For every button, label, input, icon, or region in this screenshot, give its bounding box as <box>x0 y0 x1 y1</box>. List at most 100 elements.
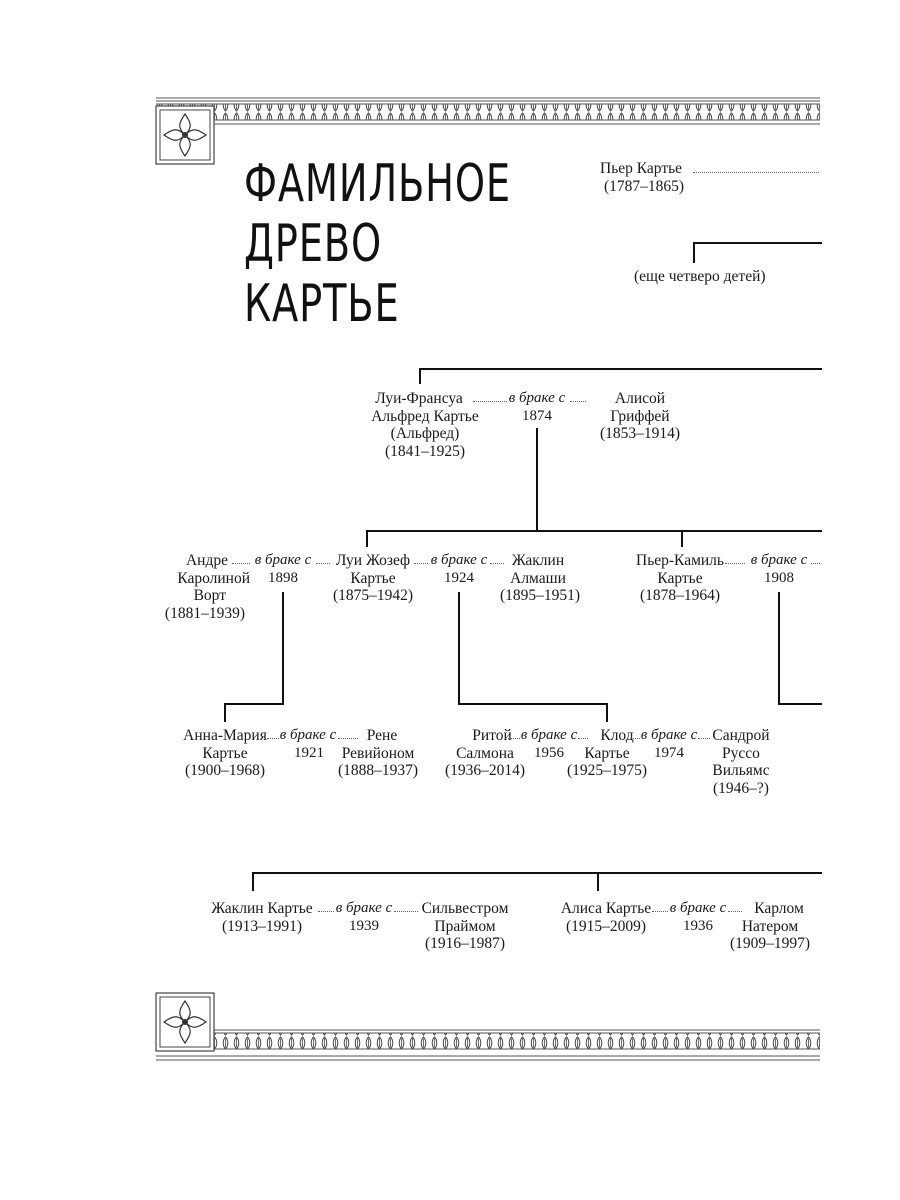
marriage-louis-jacqueline: в браке с 1924 <box>428 552 490 587</box>
connector-alfred <box>419 368 822 384</box>
dotted-leader <box>630 738 640 739</box>
person-years: (1878–1964) <box>639 587 721 604</box>
person-alice-cartier: Алиса Картье (1915–2009) <box>558 900 654 935</box>
person-name-line-2: Картье <box>350 569 396 587</box>
marriage-year: 1924 <box>444 569 474 586</box>
marriage-claude-sandra: в браке с 1974 <box>640 727 698 762</box>
dotted-leader <box>318 911 334 912</box>
dotted-leader <box>338 738 358 739</box>
marriage-year: 1921 <box>294 744 324 761</box>
marriage-alice-carl: в браке с 1936 <box>668 900 728 935</box>
connector-pierre-camille-child <box>778 592 822 705</box>
marriage-year: 1908 <box>764 569 794 586</box>
dotted-leader <box>570 401 586 402</box>
dotted-leader <box>414 563 428 564</box>
person-rene-revillon: Рене Ревийоном (1888–1937) <box>336 727 420 780</box>
marriage-jacqueline-sylvestre: в браке с 1939 <box>334 900 394 935</box>
person-years: (1916–1987) <box>424 935 506 952</box>
marriage-year: 1974 <box>654 744 684 761</box>
person-name-line-1: Луи Жозеф <box>335 552 411 569</box>
connector-anne-marie <box>224 592 284 722</box>
dotted-leader <box>725 563 745 564</box>
marriage-alfred-alice: в браке с 1874 <box>508 390 566 425</box>
connector-bottom-bar <box>252 872 822 891</box>
marriage-anne-marie-rene: в браке с 1921 <box>278 727 338 762</box>
person-rita-salmona: Ритой Салмона (1936–2014) <box>444 727 526 780</box>
title-line-2: древо Картье <box>244 214 400 334</box>
marriage-label: в браке с <box>520 727 578 743</box>
marriage-label: в браке с <box>254 552 312 568</box>
person-name-line-1: Алисой <box>614 390 666 407</box>
marriage-louis-andree: в браке с 1898 <box>252 552 314 587</box>
tree-connectors <box>224 242 822 891</box>
person-alfred-cartier: Луи-Франсуа Альфред Картье (Альфред) (18… <box>366 390 484 460</box>
person-name-line-2: Ревийоном <box>341 744 415 762</box>
person-name-line-3: Вильямс <box>712 762 770 779</box>
person-name-line-3: (Альфред) <box>390 425 460 442</box>
person-name-line-1: Карлом <box>754 900 804 917</box>
marriage-label: в браке с <box>750 552 808 568</box>
person-louis-cartier: Луи Жозеф Картье (1875–1942) <box>330 552 416 605</box>
marriage-pierre-camille: в браке с 1908 <box>747 552 811 587</box>
other-children-note: (еще четверо детей) <box>634 268 766 285</box>
bottom-corner-ornament <box>155 992 215 1052</box>
person-name-line-2: Картье <box>584 744 630 762</box>
marriage-label: в браке с <box>430 552 488 568</box>
person-name-line-1: Рене <box>366 727 398 744</box>
marriage-year: 1956 <box>534 744 564 761</box>
person-sylvestre-prime: Сильвестром Праймом (1916–1987) <box>412 900 518 953</box>
title-line-1: Фамильное <box>244 154 511 214</box>
person-name-line-1: Луи-Франсуа <box>375 390 463 407</box>
person-name: Жаклин Картье <box>211 900 313 917</box>
person-name-line-2: Альфред Картье <box>371 407 479 425</box>
dotted-leader <box>232 563 250 564</box>
person-name: Алиса Картье <box>560 900 652 917</box>
dotted-leader <box>473 401 507 402</box>
person-name: Пьер Картье <box>600 160 683 177</box>
marriage-rita-claude: в браке с 1956 <box>520 727 578 762</box>
dotted-leader <box>652 911 668 912</box>
person-name-line-2: Алмаши <box>510 569 566 587</box>
person-years: (1888–1937) <box>337 762 419 779</box>
person-anne-marie-cartier: Анна-Мария Картье (1900–1968) <box>178 727 272 780</box>
dotted-leader <box>394 911 418 912</box>
person-name-line-2: Гриффей <box>610 407 670 425</box>
person-name-line-1: Пьер-Камиль <box>636 552 724 569</box>
person-name-line-1: Сандрой <box>712 727 770 744</box>
dotted-leader <box>490 563 504 564</box>
person-years: (1909–1997) <box>729 935 811 952</box>
person-years: (1875–1942) <box>332 587 414 604</box>
person-years: (1881–1939) <box>164 604 245 622</box>
person-claude-cartier: Клод Картье (1925–1975) <box>566 727 648 780</box>
person-name-line-1: Клод <box>600 727 634 744</box>
dotted-leader <box>578 738 588 739</box>
person-pierre-cartier-senior: Пьер Картье (1787–1865) <box>600 160 684 195</box>
marriage-label: в браке с <box>640 727 698 743</box>
person-name-line-2: Картье <box>657 569 703 587</box>
person-years: (1936–2014) <box>444 762 526 779</box>
top-border-band <box>156 97 820 125</box>
person-alice-griffey: Алисой Гриффей (1853–1914) <box>596 390 684 443</box>
dotted-leader <box>811 563 820 564</box>
marriage-label: в браке с <box>335 900 393 916</box>
person-years: (1895–1951) <box>500 587 581 604</box>
person-jacqueline-almasy: Жаклин Алмаши (1895–1951) <box>500 552 581 605</box>
person-years: (1900–1968) <box>184 762 266 779</box>
person-years: (1787–1865) <box>604 177 685 195</box>
person-carl-nater: Карлом Натером (1909–1997) <box>728 900 812 953</box>
person-name-line-3: Ворт <box>193 587 226 604</box>
person-name-line-1: Андре <box>185 552 228 569</box>
person-years: (1841–1925) <box>384 442 466 460</box>
dotted-leader <box>693 172 819 173</box>
person-name-line-2: Руссо <box>722 744 760 762</box>
marriage-year: 1898 <box>268 569 298 586</box>
person-name-line-1: Анна-Мария <box>183 727 267 744</box>
bottom-border-band <box>156 1029 820 1061</box>
marriage-year: 1936 <box>683 917 713 934</box>
person-name-line-2: Натером <box>741 917 799 935</box>
connector-claude <box>458 592 608 722</box>
person-name-line-1: Сильвестром <box>421 900 509 917</box>
person-name-line-2: Картье <box>202 744 248 762</box>
dotted-leader <box>728 911 742 912</box>
person-name-line-2: Каролиной <box>177 569 250 587</box>
